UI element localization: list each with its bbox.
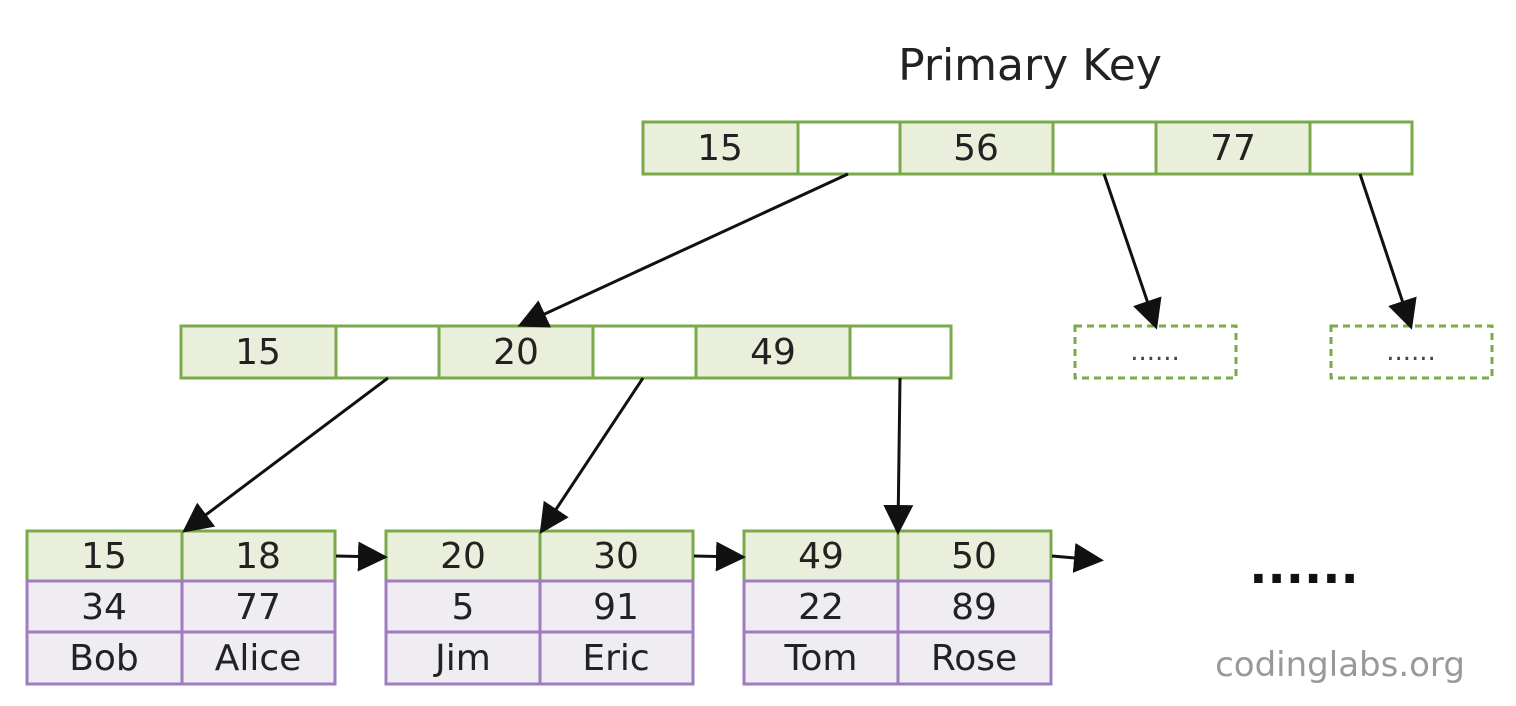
leaf-key: 15 [81, 536, 127, 577]
sibling-arrow [1051, 542, 1104, 573]
root-node: 15 56 77 [641, 120, 1414, 176]
placeholder-node: ...... [1329, 324, 1494, 380]
internal-node: 15 20 49 [179, 324, 953, 380]
root-key: 56 [953, 128, 999, 169]
root-key: 77 [1210, 128, 1256, 169]
leaf-value: Tom [784, 638, 858, 679]
leaf-key-cell [742, 529, 900, 583]
pointer-arrow [1358, 173, 1417, 330]
leaf-node: 15 18 34 77 Bob Alice [25, 529, 337, 686]
internal-key-cell [437, 324, 595, 380]
root-pointer-cell [1308, 120, 1414, 176]
leaf-data-cell [896, 630, 1053, 686]
leaf-node: 49 50 22 89 Tom Rose [742, 529, 1053, 686]
pointer-arrow [182, 376, 389, 533]
leaf-key-cell [896, 529, 1053, 583]
pointer-arrow [883, 377, 914, 535]
leaf-key-cell [25, 529, 184, 583]
leaf-data-cell [538, 630, 695, 686]
placeholder-ellipsis: ...... [1130, 337, 1180, 367]
leaf-value: 89 [951, 587, 997, 628]
root-key-cell [641, 120, 800, 176]
root-pointer-cell [796, 120, 902, 176]
internal-key: 20 [493, 332, 539, 373]
internal-pointer-cell [591, 324, 698, 380]
pointer-arrow [517, 172, 849, 328]
leaf-data-cell [742, 630, 900, 686]
leaf-value: Rose [931, 638, 1017, 679]
leaf-key-cell [538, 529, 695, 583]
leaf-key: 30 [593, 536, 639, 577]
leaf-key: 20 [440, 536, 486, 577]
placeholder-node-box [1073, 324, 1238, 380]
placeholder-node: ...... [1073, 324, 1238, 380]
leaf-value: Alice [215, 638, 302, 679]
pointer-arrow [1102, 173, 1162, 330]
leaf-node: 20 30 5 91 Jim Eric [384, 529, 695, 686]
diagram-title: Primary Key [898, 40, 1162, 91]
leaf-data-cell [384, 630, 542, 686]
pointer-arrow [539, 377, 645, 535]
leaf-data-cell [180, 579, 337, 634]
placeholder-ellipsis: ...... [1386, 337, 1436, 367]
leaf-data-cell [180, 630, 337, 686]
root-key-cell [1154, 120, 1312, 176]
root-key: 15 [697, 128, 743, 169]
root-key-cell [898, 120, 1055, 176]
leaf-value: Jim [433, 638, 491, 679]
internal-key: 49 [750, 332, 796, 373]
leaf-data-cell [384, 579, 542, 634]
leaf-key: 49 [798, 536, 844, 577]
root-pointer-cell [1051, 120, 1158, 176]
leaf-data-cell [25, 630, 184, 686]
continuation-ellipsis: ...... [1249, 539, 1358, 595]
sibling-arrow [693, 541, 746, 572]
leaf-value: Bob [69, 638, 139, 679]
internal-key: 15 [235, 332, 281, 373]
leaf-key: 18 [235, 536, 281, 577]
leaf-value: 34 [81, 587, 127, 628]
leaf-value: 5 [452, 587, 475, 628]
internal-pointer-cell [334, 324, 441, 380]
watermark: codinglabs.org [1215, 645, 1465, 685]
placeholder-node-box [1329, 324, 1494, 380]
leaf-value: 77 [235, 587, 281, 628]
leaf-value: Eric [582, 638, 649, 679]
leaf-key-cell [180, 529, 337, 583]
leaf-value: 22 [798, 587, 844, 628]
internal-key-cell [694, 324, 852, 380]
leaf-value: 91 [593, 587, 639, 628]
sibling-arrow [335, 541, 388, 572]
internal-pointer-cell [848, 324, 953, 380]
leaf-key: 50 [951, 536, 997, 577]
